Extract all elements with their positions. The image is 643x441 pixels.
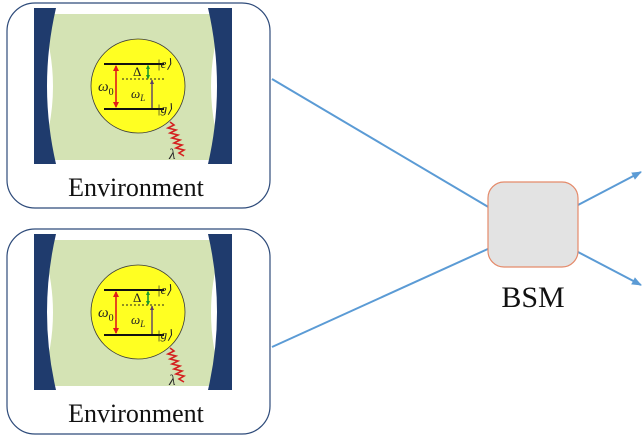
omegaL-arrow-head — [150, 305, 154, 310]
lambda-symbol: λ — [168, 147, 176, 163]
omega0-symbol: ω0 — [98, 79, 114, 98]
bsm-label: BSM — [501, 281, 564, 314]
omegaL-arrow-head — [150, 79, 154, 84]
delta-arrow-head-top — [146, 64, 150, 69]
output-arrow-lower — [577, 251, 642, 286]
ground-state-label: |g⟩ — [157, 327, 172, 342]
decay-wavy-line — [165, 347, 187, 383]
excited-state-label: |e⟩ — [157, 282, 171, 297]
environment-label: Environment — [68, 173, 205, 202]
excited-state-label: |e⟩ — [157, 56, 171, 71]
omegaL-symbol: ωL — [131, 86, 145, 103]
output-arrow-upper — [577, 171, 642, 206]
decay-wavy-line — [165, 121, 187, 157]
lambda-symbol: λ — [168, 373, 176, 389]
delta-arrow-head-bottom — [146, 75, 150, 80]
delta-symbol: Δ — [133, 290, 141, 305]
environment-label: Environment — [68, 399, 205, 428]
bsm-box — [487, 181, 579, 268]
environment-panel-bottom: ω0 Δ ωL |e⟩ |g⟩ λ Environment — [6, 228, 271, 435]
omega0-arrow-head-bottom — [113, 102, 119, 108]
left-mirror — [34, 8, 56, 164]
right-mirror — [208, 234, 232, 390]
ground-state-label: |g⟩ — [157, 101, 172, 116]
path-top-to-bsm — [271, 78, 491, 209]
omega0-arrow-head-top — [113, 291, 119, 297]
omegaL-symbol: ωL — [131, 312, 145, 329]
delta-arrow-head-bottom — [146, 301, 150, 306]
left-mirror — [34, 234, 56, 390]
omega0-arrow-head-top — [113, 65, 119, 71]
environment-panel-top: ω0 Δ ωL |e⟩ |g⟩ λ Environment — [6, 2, 271, 209]
omega0-arrow-head-bottom — [113, 328, 119, 334]
delta-symbol: Δ — [133, 64, 141, 79]
path-bottom-to-bsm — [271, 247, 491, 348]
omega0-symbol: ω0 — [98, 305, 114, 324]
right-mirror — [208, 8, 232, 164]
delta-arrow-head-top — [146, 290, 150, 295]
